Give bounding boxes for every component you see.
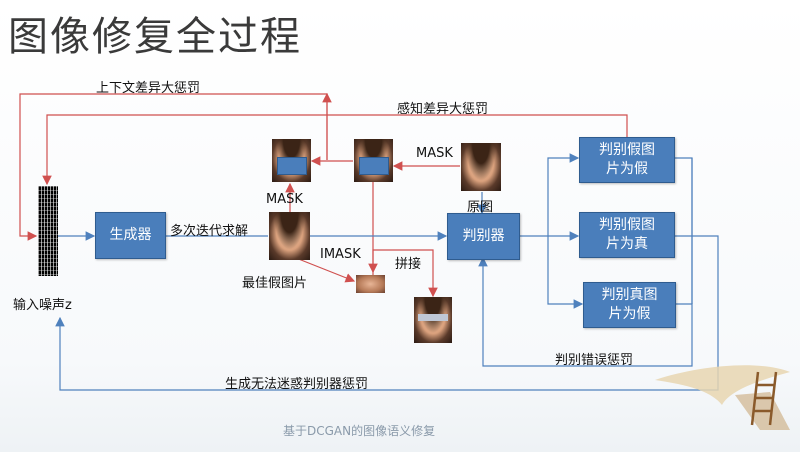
masked-face-center	[354, 139, 393, 182]
masked-face-left	[272, 139, 311, 182]
context-penalty-label: 上下文差异大惩罚	[96, 81, 201, 96]
fake-judged-fake-box: 判别假图 片为假	[579, 137, 675, 183]
imask-patch	[356, 275, 385, 293]
best-fake-label: 最佳假图片	[242, 276, 308, 291]
iterate-label: 多次迭代求解	[170, 224, 249, 239]
best-fake-face	[269, 212, 310, 260]
splice-label: 拼接	[395, 257, 422, 272]
original-label: 原图	[467, 200, 494, 215]
fool-penalty-label: 生成无法迷惑判别器惩罚	[225, 377, 369, 392]
disc-error-penalty-label: 判别错误惩罚	[555, 353, 634, 368]
generator-box: 生成器	[95, 212, 166, 259]
page-title: 图像修复全过程	[8, 14, 302, 60]
real-judged-fake-box: 判别真图 片为假	[583, 282, 676, 328]
discriminator-box: 判别器	[447, 213, 520, 260]
ladder-icon	[750, 371, 778, 426]
fake-judged-real-box: 判别假图 片为真	[579, 212, 675, 258]
decorative-swoosh	[655, 365, 790, 405]
footer-caption: 基于DCGAN的图像语义修复	[283, 424, 436, 438]
perceptual-penalty-label: 感知差异大惩罚	[397, 102, 489, 117]
imask-label: IMASK	[320, 247, 361, 262]
noise-image	[38, 186, 58, 276]
mask-label-top: MASK	[416, 146, 453, 161]
original-face	[461, 143, 501, 191]
perceptual-penalty-line	[42, 114, 628, 186]
mask-label-left: MASK	[266, 192, 303, 207]
spliced-face	[414, 297, 452, 343]
input-noise-label: 输入噪声z	[13, 298, 72, 313]
